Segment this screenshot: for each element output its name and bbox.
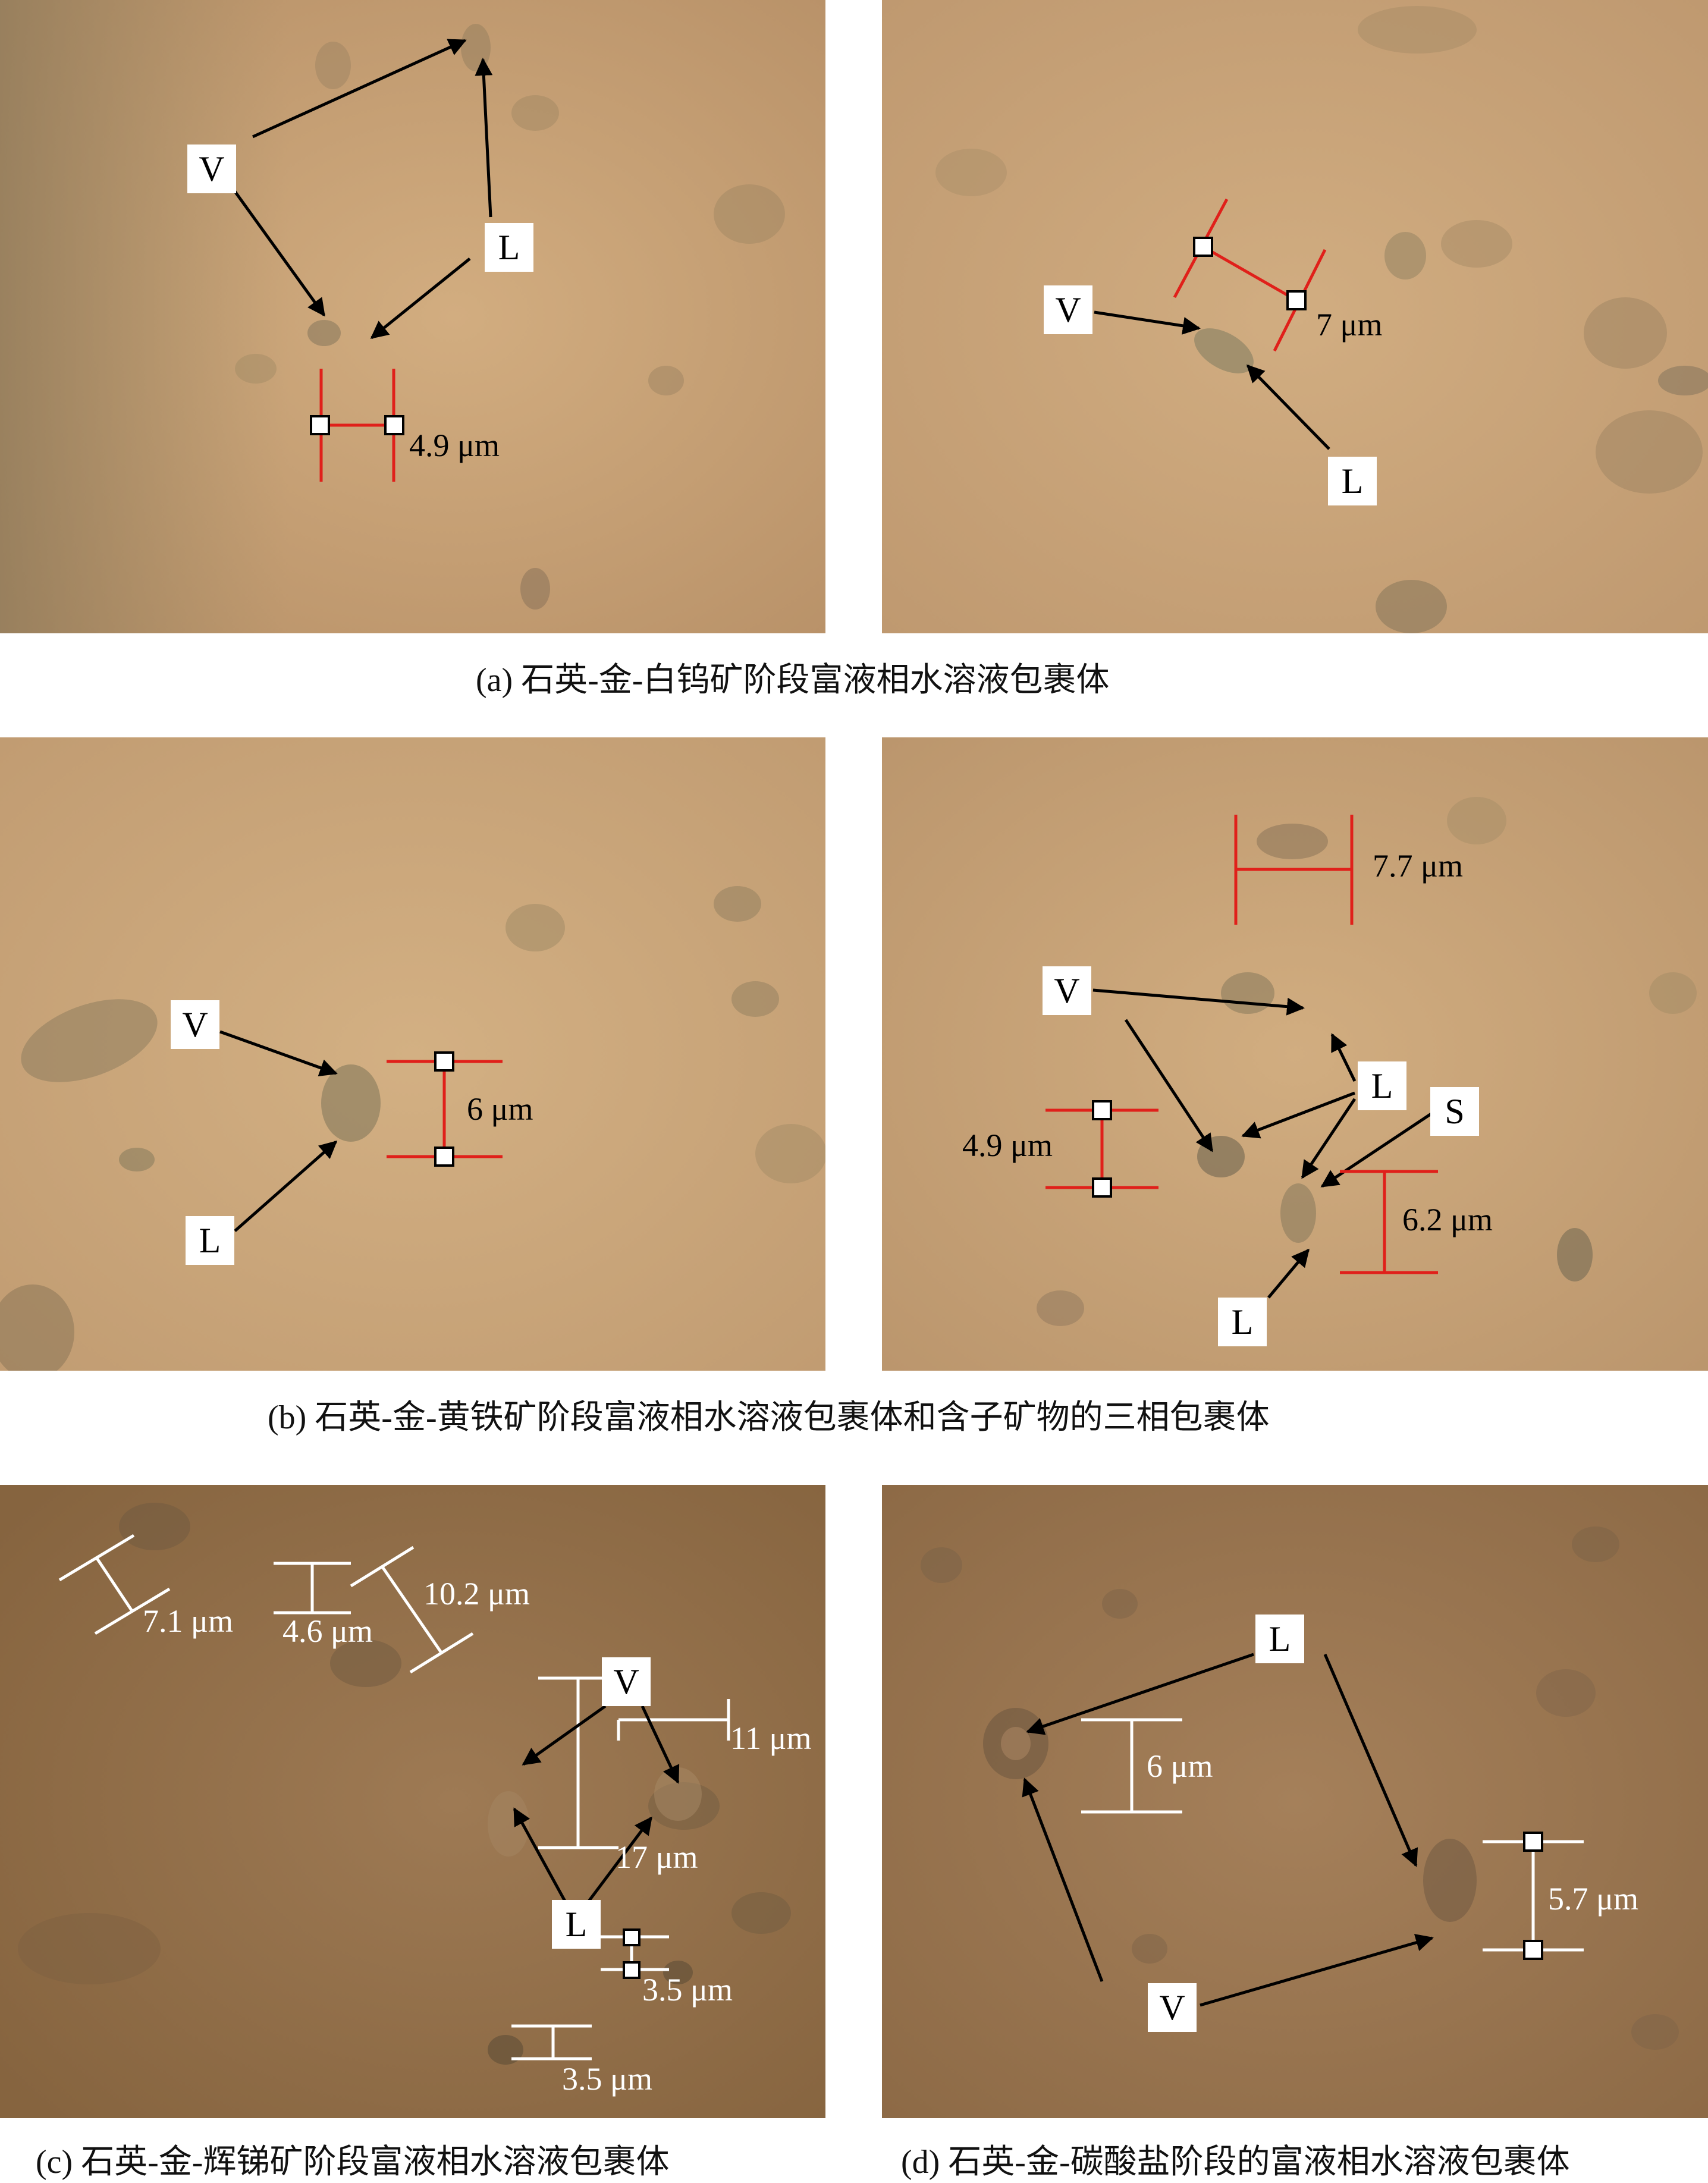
micrograph-background (0, 737, 825, 1371)
label-v: V (187, 145, 236, 193)
label-v: V (1148, 1983, 1197, 2032)
measurement-label: 4.6 μm (282, 1613, 373, 1649)
measurement-label: 3.5 μm (642, 1972, 733, 2008)
micrograph-d: L V 6 μm 5.7 μm (882, 1485, 1708, 2118)
annotation-layer (58, 1534, 730, 2060)
label-l: L (1328, 457, 1377, 505)
measurement-label: 17 μm (616, 1839, 698, 1875)
label-v: V (171, 1000, 219, 1049)
label-s: S (1430, 1087, 1479, 1136)
micrograph-b-right: 7.7 μm V L S L 4.9 μm 6.2 μm (882, 737, 1708, 1371)
micrograph-background (0, 0, 825, 633)
measurement-label: 7.1 μm (143, 1603, 233, 1639)
measurement-label: 6.2 μm (1402, 1202, 1493, 1237)
label-l: L (485, 223, 533, 272)
label-l: L (186, 1216, 234, 1265)
caption-b: (b) 石英-金-黄铁矿阶段富液相水溶液包裹体和含子矿物的三相包裹体 (268, 1399, 1270, 1436)
measurement-label: 7 μm (1316, 307, 1383, 343)
measurement-label: 3.5 μm (562, 2061, 652, 2097)
measurement-label: 7.7 μm (1373, 848, 1463, 884)
measurement-label: 6 μm (467, 1091, 533, 1127)
annotation-layer (230, 39, 493, 482)
caption-d: (d) 石英-金-碳酸盐阶段的富液相水溶液包裹体 (901, 2144, 1570, 2181)
measurement-label: 4.9 μm (962, 1127, 1053, 1163)
label-v: V (602, 1657, 651, 1706)
caption-a: (a) 石英-金-白钨矿阶段富液相水溶液包裹体 (476, 662, 1110, 699)
annotation-layer (1045, 815, 1438, 1299)
measurement-label: 10.2 μm (423, 1576, 530, 1612)
measurement-label: 11 μm (730, 1720, 812, 1756)
annotation-layer (1094, 198, 1330, 450)
micrograph-a-right: V L 7 μm (882, 0, 1708, 633)
label-l: L (1255, 1615, 1304, 1663)
micrograph-background (882, 1485, 1708, 2118)
micrograph-a-left: V L 4.9 μm (0, 0, 825, 633)
measurement-label: 6 μm (1147, 1748, 1213, 1784)
label-v: V (1043, 966, 1091, 1015)
label-l: L (1218, 1298, 1267, 1346)
label-l: L (552, 1900, 601, 1949)
measurement-label: 5.7 μm (1548, 1881, 1638, 1917)
annotation-layer (219, 1030, 503, 1232)
annotation-layer (1022, 1653, 1584, 2007)
label-l: L (1358, 1061, 1406, 1110)
measurement-label: 4.9 μm (409, 428, 500, 463)
micrograph-b-left: V L 6 μm (0, 737, 825, 1371)
label-v: V (1044, 285, 1092, 334)
micrograph-c: 7.1 μm 4.6 μm 10.2 μm 11 μm 17 μm 3.5 μm… (0, 1485, 825, 2118)
micrograph-background (882, 0, 1708, 633)
caption-c: (c) 石英-金-辉锑矿阶段富液相水溶液包裹体 (36, 2144, 670, 2181)
micrograph-background (0, 1485, 825, 2118)
